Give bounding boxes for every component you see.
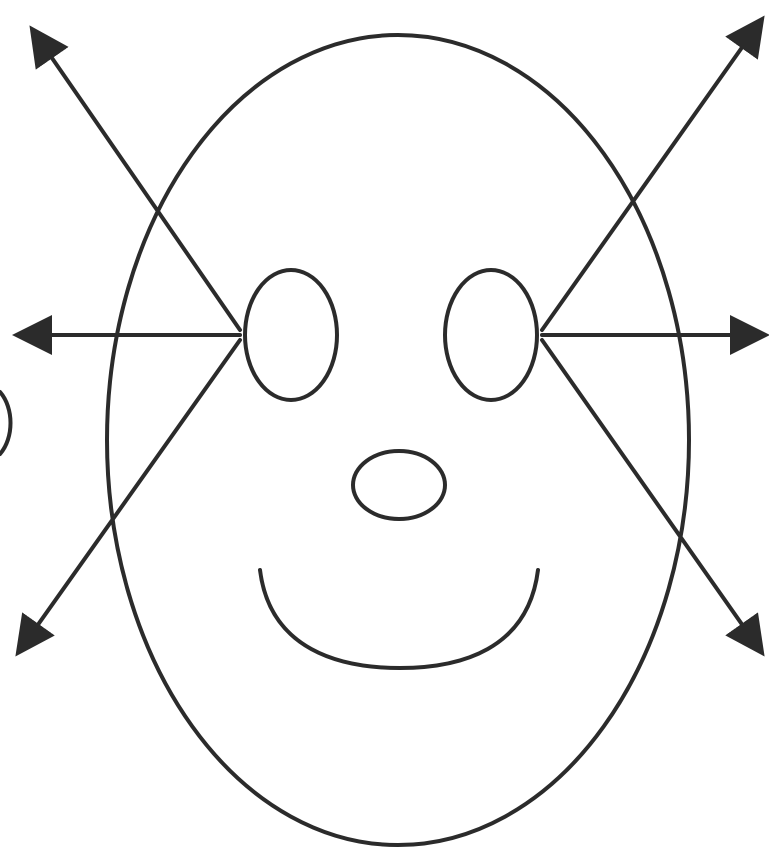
face-outline (107, 35, 689, 845)
arrow-up-left (34, 32, 240, 330)
face-group (107, 35, 689, 845)
left-eye (245, 270, 337, 400)
nose (353, 451, 445, 519)
left-edge-partial-shape (0, 392, 11, 454)
right-eye (445, 270, 537, 400)
arrow-down-right (542, 340, 760, 650)
arrow-up-right (542, 22, 760, 330)
mouth (260, 570, 538, 668)
left-eye-arrows (20, 32, 240, 650)
